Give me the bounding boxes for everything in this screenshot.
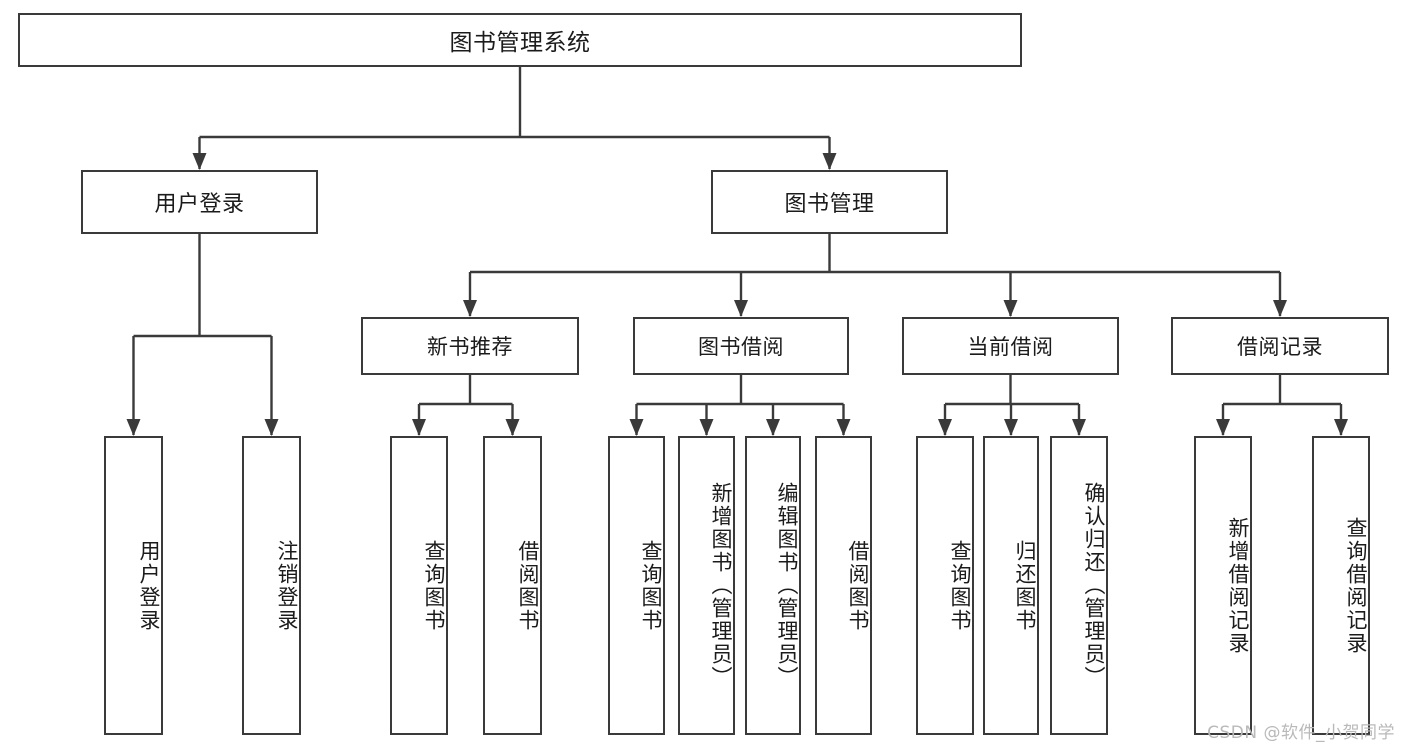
node-label: 用户登录 xyxy=(137,539,161,632)
node-bookmgmt[interactable]: 图书管理 xyxy=(711,170,948,234)
node-label: 用户登录 xyxy=(154,192,245,217)
node-leaf-6[interactable]: 新增图书（管理员） xyxy=(678,436,735,735)
node-label: 新书推荐 xyxy=(427,335,513,359)
watermark-label: CSDN @软件_小贺同学 xyxy=(1207,723,1395,743)
node-leaf-11[interactable]: 确认归还（管理员） xyxy=(1050,436,1108,735)
node-leaf-1[interactable]: 用户登录 xyxy=(104,436,163,735)
node-label: 图书借阅 xyxy=(698,335,784,359)
node-label: 当前借阅 xyxy=(967,335,1054,359)
node-leaf-7[interactable]: 编辑图书（管理员） xyxy=(745,436,801,735)
node-login[interactable]: 用户登录 xyxy=(81,170,318,234)
node-label: 归还图书 xyxy=(1013,539,1037,632)
node-label: 查询借阅记录 xyxy=(1344,516,1368,655)
node-borrow[interactable]: 图书借阅 xyxy=(633,317,849,375)
node-label: 新增借阅记录 xyxy=(1226,516,1250,655)
node-label: 查询图书 xyxy=(639,539,663,632)
node-leaf-12[interactable]: 新增借阅记录 xyxy=(1194,436,1252,735)
node-label: 注销登录 xyxy=(275,539,299,632)
node-label: 查询图书 xyxy=(948,539,972,632)
node-label: 编辑图书（管理员） xyxy=(775,482,799,689)
node-leaf-4[interactable]: 借阅图书 xyxy=(483,436,542,735)
node-label: 图书管理 xyxy=(784,192,875,217)
node-leaf-9[interactable]: 查询图书 xyxy=(916,436,974,735)
node-label: 图书管理系统 xyxy=(449,30,591,56)
node-leaf-13[interactable]: 查询借阅记录 xyxy=(1312,436,1370,735)
node-label: 借阅记录 xyxy=(1237,335,1323,359)
node-label: 查询图书 xyxy=(422,539,446,632)
node-label: 确认归还（管理员） xyxy=(1082,482,1106,689)
node-label: 新增图书（管理员） xyxy=(709,482,733,689)
node-label: 借阅图书 xyxy=(846,539,870,632)
node-newbook[interactable]: 新书推荐 xyxy=(361,317,579,375)
node-leaf-10[interactable]: 归还图书 xyxy=(983,436,1039,735)
node-leaf-2[interactable]: 注销登录 xyxy=(242,436,301,735)
node-root[interactable]: 图书管理系统 xyxy=(18,13,1022,67)
node-records[interactable]: 借阅记录 xyxy=(1171,317,1389,375)
node-leaf-3[interactable]: 查询图书 xyxy=(390,436,448,735)
node-label: 借阅图书 xyxy=(516,539,540,632)
node-current[interactable]: 当前借阅 xyxy=(902,317,1119,375)
node-leaf-5[interactable]: 查询图书 xyxy=(608,436,665,735)
node-leaf-8[interactable]: 借阅图书 xyxy=(815,436,872,735)
